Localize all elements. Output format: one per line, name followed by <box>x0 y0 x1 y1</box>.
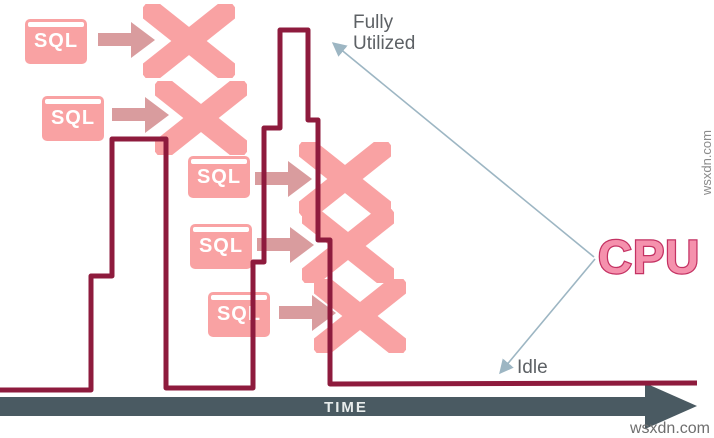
sql-label: SQL <box>216 303 262 325</box>
sql-query-box: SQL <box>208 292 270 337</box>
watermark-bottom: wsxdn.com <box>629 420 710 437</box>
time-axis-label: TIME <box>324 399 368 416</box>
fully-utilized-label: Fully Utilized <box>353 12 416 54</box>
blocked-x-icon <box>308 271 412 361</box>
idle-pointer-line <box>499 258 596 375</box>
window-titlebar <box>193 227 249 232</box>
blocked-x-icon <box>149 73 253 163</box>
window-titlebar <box>191 159 247 164</box>
watermark-side: wsxdn.com <box>699 130 714 196</box>
sql-query-box: SQL <box>190 224 252 269</box>
sql-label: SQL <box>196 166 242 188</box>
blocked-x-icon <box>293 134 397 224</box>
sql-query-box: SQL <box>25 19 87 64</box>
window-titlebar <box>28 22 84 27</box>
sql-query-box: SQL <box>42 96 104 141</box>
idle-label: Idle <box>517 357 548 378</box>
blocked-x-icon <box>296 201 400 291</box>
sql-query-box: SQL <box>188 156 250 198</box>
window-titlebar <box>211 295 267 300</box>
cpu-label: CPU <box>598 230 700 283</box>
sql-label: SQL <box>198 235 244 257</box>
sql-label: SQL <box>50 107 96 129</box>
window-titlebar <box>45 99 101 104</box>
blocked-x-icon <box>137 0 241 86</box>
time-axis-arrow: TIME <box>0 383 697 429</box>
sql-label: SQL <box>33 30 79 52</box>
